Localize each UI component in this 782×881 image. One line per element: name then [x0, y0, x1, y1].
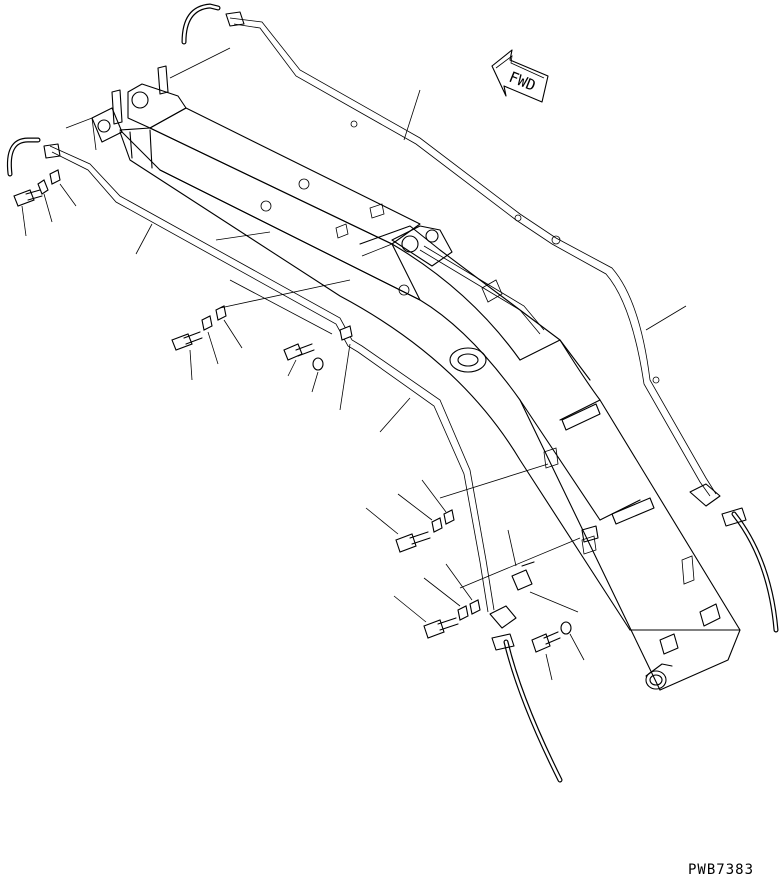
fasteners	[13, 169, 599, 653]
hydraulic-pipes	[6, 3, 779, 783]
forward-direction-indicator: FWD	[491, 49, 549, 103]
boom-body	[91, 65, 741, 691]
fwd-label: FWD	[506, 68, 538, 95]
leader-lines	[21, 47, 687, 681]
drawing-code: PWB7383	[688, 862, 754, 878]
